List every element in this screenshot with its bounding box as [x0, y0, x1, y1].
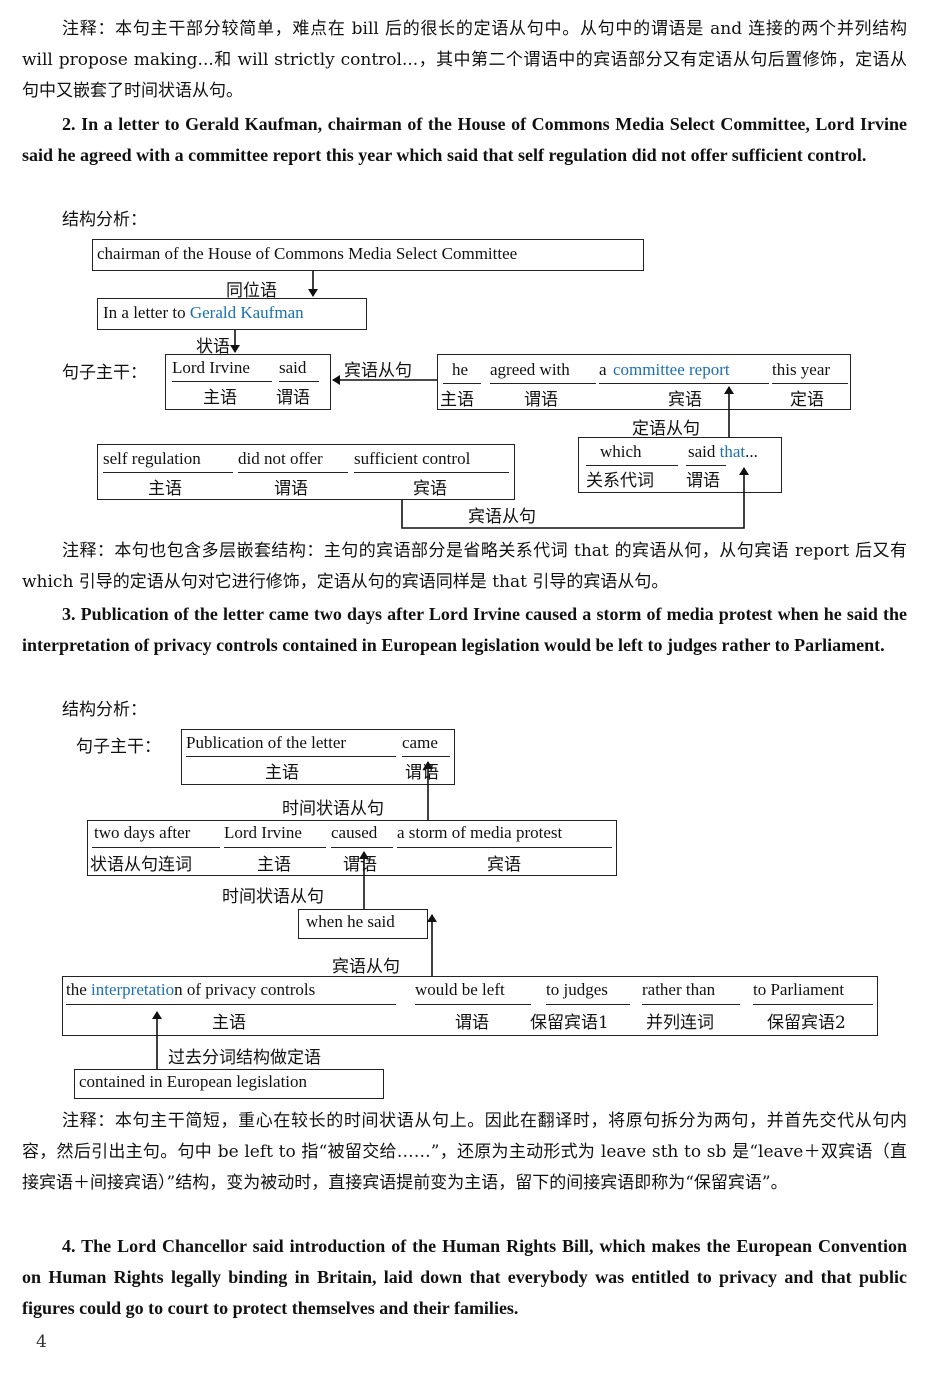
- object-label: 宾语: [668, 390, 702, 410]
- agreed-predicate-label: 谓语: [524, 390, 558, 410]
- caused-text: caused: [331, 823, 378, 842]
- appositive-text: chairman of the House of Commons Media S…: [97, 244, 518, 263]
- object-clause-box-2: [97, 444, 515, 500]
- retained-object-1-label: 保留宾语1: [530, 1013, 609, 1033]
- a-text: a: [599, 360, 607, 379]
- note-paragraph-3: 注释：本句主干简短，重心在较长的时间状语从句上。因此在翻译时，将原句拆分为两句，…: [22, 1111, 907, 1193]
- relative-pronoun-label: 关系代词: [586, 471, 654, 491]
- adverbial-box: [97, 298, 367, 330]
- to-parliament-text: to Parliament: [753, 980, 845, 999]
- time-clause-label-2: 时间状语从句: [222, 887, 324, 907]
- sentence-3: 3. Publication of the letter came two da…: [22, 604, 907, 655]
- object-clause-box-3: [62, 976, 878, 1036]
- contained-box: [74, 1069, 384, 1099]
- appositive-label: 同位语: [226, 281, 277, 301]
- main-clause-box-2: [181, 729, 455, 785]
- pub-subject-label: 主语: [265, 763, 299, 783]
- page-number: 4: [36, 1332, 47, 1352]
- adverbial-text: In a letter to Gerald Kaufman: [103, 303, 304, 322]
- subject-lord-irvine: Lord Irvine: [172, 358, 250, 377]
- structure-analysis-label-1: 结构分析：: [62, 210, 147, 230]
- two-days-after-text: two days after: [94, 823, 191, 842]
- self-regulation-text: self regulation: [103, 449, 201, 468]
- lord-irvine-text-2: Lord Irvine: [224, 823, 302, 842]
- arrow-object-clause-2: [401, 467, 749, 529]
- main-clause-label-1: 句子主干：: [62, 363, 147, 383]
- said-that-text: said that...: [688, 442, 758, 461]
- contained-text: contained in European legislation: [79, 1072, 308, 1091]
- attributive-clause-label: 定语从句: [632, 419, 700, 439]
- predicate-said: said: [279, 358, 307, 377]
- would-be-left-text: would be left: [415, 980, 505, 999]
- when-he-said-box: [298, 909, 428, 939]
- lord-subject-label: 主语: [257, 855, 291, 875]
- he-text: he: [452, 360, 469, 379]
- sentence-4: 4. The Lord Chancellor said introduction…: [22, 1236, 907, 1318]
- object-clause-box: [437, 354, 851, 410]
- to-judges-text: to judges: [546, 980, 608, 999]
- said-predicate-label: 谓语: [686, 471, 720, 491]
- interp-subject-label: 主语: [212, 1013, 246, 1033]
- which-text: which: [600, 442, 642, 461]
- retained-object-2-label: 保留宾语2: [767, 1013, 846, 1033]
- wouldbe-predicate-label: 谓语: [455, 1013, 489, 1033]
- sufficient-control-text: sufficient control: [354, 449, 471, 468]
- attributive-clause-box: [578, 437, 782, 493]
- object-clause-label-3: 宾语从句: [332, 957, 400, 977]
- sentence-2: 2. In a letter to Gerald Kaufman, chairm…: [22, 114, 907, 165]
- conjunction-label: 状语从句连词: [90, 855, 192, 875]
- coordinating-conjunction-label: 并列连词: [646, 1013, 714, 1033]
- he-subject-label: 主语: [440, 390, 474, 410]
- subject-label: 主语: [203, 388, 237, 408]
- committee-report-text: committee report: [613, 360, 730, 379]
- self-reg-subject-label: 主语: [148, 479, 182, 499]
- main-clause-box-1: [165, 354, 331, 410]
- did-not-predicate-label: 谓语: [274, 479, 308, 499]
- publication-text: Publication of the letter: [186, 733, 347, 752]
- did-not-offer-text: did not offer: [238, 449, 323, 468]
- time-clause-box: [87, 820, 617, 876]
- agreed-with-text: agreed with: [490, 360, 570, 379]
- storm-text: a storm of media protest: [397, 823, 563, 842]
- rather-than-text: rather than: [642, 980, 716, 999]
- when-he-said-text: when he said: [306, 912, 395, 931]
- this-year-text: this year: [772, 360, 831, 379]
- attributive-label: 定语: [790, 390, 824, 410]
- came-text: came: [402, 733, 438, 752]
- appositive-box: [92, 239, 644, 271]
- main-clause-label-2: 句子主干：: [76, 737, 161, 757]
- storm-object-label: 宾语: [487, 855, 521, 875]
- caused-predicate-label: 谓语: [343, 855, 377, 875]
- interpretation-text: the interpretation of privacy controls: [66, 980, 316, 999]
- sufficient-object-label: 宾语: [413, 479, 447, 499]
- note-paragraph-2: 注释：本句也包含多层嵌套结构：主句的宾语部分是省略关系代词 that 的宾语从何…: [22, 541, 907, 592]
- structure-analysis-label-2: 结构分析：: [62, 700, 147, 720]
- note-paragraph-1: 注释：本句主干部分较简单，难点在 bill 后的很长的定语从句中。从句中的谓语是…: [22, 19, 907, 101]
- predicate-label: 谓语: [276, 388, 310, 408]
- time-clause-label-1: 时间状语从句: [282, 799, 384, 819]
- adverbial-label: 状语: [196, 337, 230, 357]
- participle-label: 过去分词结构做定语: [168, 1048, 321, 1068]
- object-clause-label: 宾语从句: [344, 361, 412, 381]
- object-clause-label-2: 宾语从句: [468, 507, 536, 527]
